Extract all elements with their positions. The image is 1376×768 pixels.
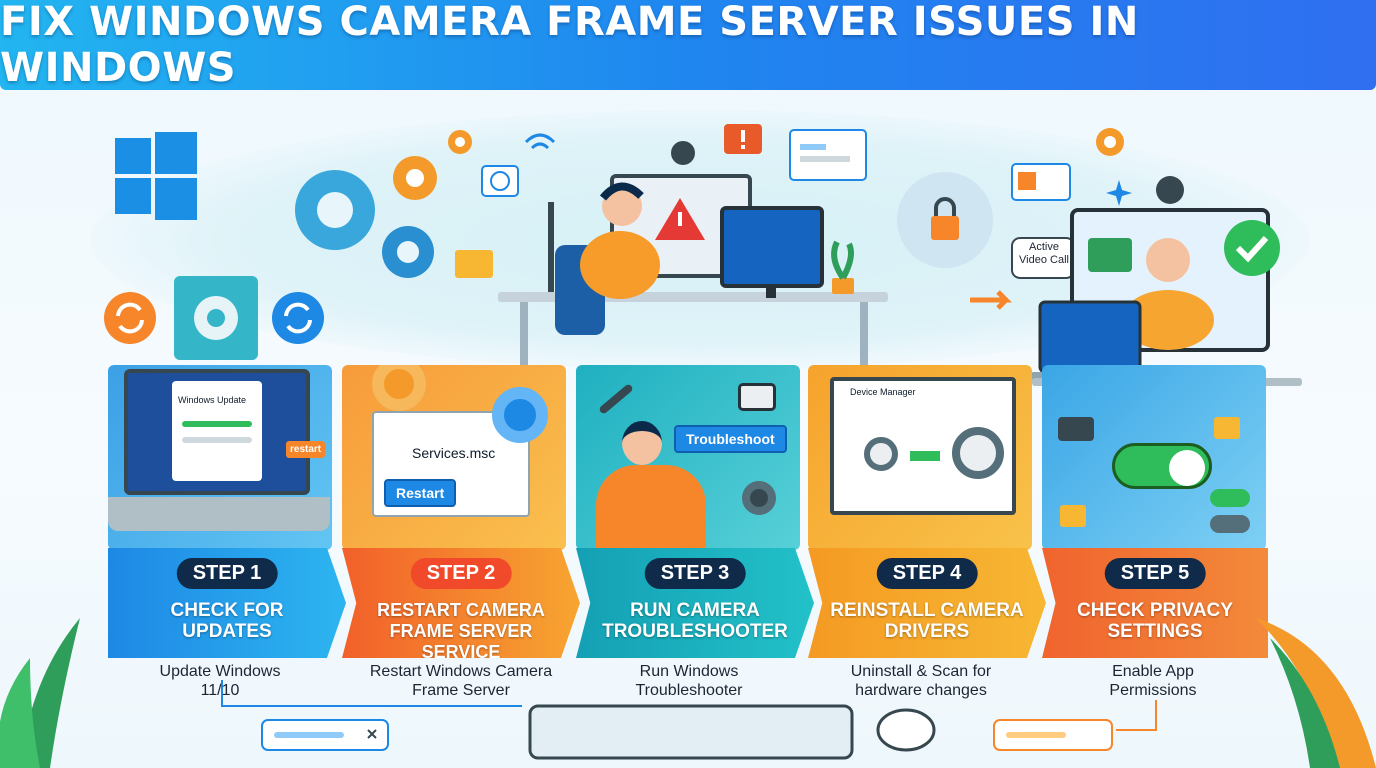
step-1-title: CHECK FOR UPDATES bbox=[170, 600, 284, 642]
step-2-label: STEP 2 bbox=[410, 558, 512, 589]
step-3-desc: Run Windows Troubleshooter bbox=[635, 663, 743, 699]
camera-icon bbox=[1058, 417, 1094, 441]
plant-leaf bbox=[1270, 638, 1340, 768]
step-1-card: Windows Update restart bbox=[108, 365, 332, 550]
device-manager-window: Device Manager bbox=[830, 377, 1016, 515]
step-1-band: STEP 1 CHECK FOR UPDATES bbox=[108, 548, 346, 658]
step-2-desc: Restart Windows Camera Frame Server bbox=[369, 663, 553, 699]
keyboard bbox=[528, 704, 854, 760]
step-4-title: REINSTALL CAMERA DRIVERS bbox=[830, 600, 1024, 642]
check-icon bbox=[1224, 220, 1280, 276]
globe-icon bbox=[481, 165, 519, 197]
laptop-keyboard bbox=[108, 497, 330, 531]
step-4-label: STEP 4 bbox=[876, 558, 978, 589]
device-manager-label: Device Manager bbox=[850, 387, 916, 397]
gear-icon bbox=[194, 296, 238, 340]
gear-icon bbox=[393, 156, 437, 200]
arrow-icon bbox=[910, 451, 940, 461]
webcam-icon bbox=[952, 427, 1004, 479]
person-head bbox=[622, 421, 662, 465]
folder-icon bbox=[455, 250, 493, 278]
person-body bbox=[596, 465, 706, 550]
restart-badge: restart bbox=[286, 441, 326, 458]
update-window: Windows Update bbox=[172, 381, 262, 481]
plant bbox=[832, 278, 854, 294]
toggle-switch[interactable] bbox=[1210, 489, 1250, 507]
step-4-band: STEP 4 REINSTALL CAMERA DRIVERS bbox=[808, 548, 1046, 658]
gear-icon bbox=[295, 170, 375, 250]
toggle-switch[interactable] bbox=[1112, 443, 1212, 489]
arrow-icon bbox=[969, 290, 1013, 310]
lock-icon bbox=[1060, 505, 1086, 527]
person-body bbox=[580, 231, 660, 299]
sync-icon bbox=[104, 292, 156, 344]
refresh-icon bbox=[272, 292, 324, 344]
restart-button[interactable]: Restart bbox=[384, 479, 457, 507]
lock-icon bbox=[1214, 417, 1240, 439]
wifi-icon bbox=[524, 133, 556, 150]
gear-icon bbox=[492, 387, 548, 443]
webcam-icon bbox=[1156, 176, 1184, 204]
step-3-title: RUN CAMERA TROUBLESHOOTER bbox=[602, 600, 788, 642]
gear-icon bbox=[372, 365, 426, 411]
step-4-desc: Uninstall & Scan for hardware changes bbox=[850, 663, 992, 699]
update-window-label: Windows Update bbox=[178, 395, 247, 405]
wrench-icon bbox=[598, 383, 634, 415]
step-5-band: STEP 5 CHECK PRIVACY SETTINGS bbox=[1042, 548, 1268, 658]
gear-icon bbox=[382, 226, 434, 278]
step-5-card bbox=[1042, 365, 1266, 550]
sparkle-icon bbox=[1106, 180, 1132, 206]
step-1-desc: Update Windows 11/10 bbox=[159, 663, 281, 699]
plant-leaf bbox=[20, 618, 80, 768]
plant-leaf bbox=[0, 658, 40, 768]
webcam-icon bbox=[864, 437, 898, 471]
troubleshoot-button[interactable]: Troubleshoot bbox=[674, 425, 787, 453]
mouse bbox=[876, 708, 936, 752]
step-2-band: STEP 2 RESTART CAMERA FRAME SERVER SERVI… bbox=[342, 548, 580, 658]
bottom-decor bbox=[0, 618, 1376, 768]
camera-icon bbox=[738, 383, 776, 411]
gear-icon bbox=[742, 481, 776, 515]
step-5-title: CHECK PRIVACY SETTINGS bbox=[1077, 600, 1233, 642]
windows-logo-icon bbox=[115, 132, 197, 220]
page-title: FIX WINDOWS CAMERA FRAME SERVER ISSUES I… bbox=[0, 0, 1139, 91]
step-5-desc: Enable App Permissions bbox=[1109, 663, 1197, 699]
step-2-title: RESTART CAMERA FRAME SERVER SERVICE bbox=[377, 600, 545, 662]
laptop bbox=[1038, 300, 1142, 374]
close-icon bbox=[367, 729, 377, 739]
step-3-card: Troubleshoot bbox=[576, 365, 800, 550]
plant-leaf bbox=[1256, 618, 1376, 768]
step-4-card: Device Manager bbox=[808, 365, 1032, 550]
step-5-label: STEP 5 bbox=[1104, 558, 1206, 589]
toggle-switch[interactable] bbox=[1210, 515, 1250, 533]
scene-illustration bbox=[104, 124, 1302, 386]
gear-icon bbox=[448, 130, 472, 154]
step-1-label: STEP 1 bbox=[176, 558, 278, 589]
step-2-card: Services.msc Restart bbox=[342, 365, 566, 550]
gear-icon bbox=[1096, 128, 1124, 156]
services-label: Services.msc bbox=[412, 445, 496, 461]
video-call-label: Active Video Call bbox=[1019, 241, 1069, 266]
step-3-label: STEP 3 bbox=[644, 558, 746, 589]
person-head bbox=[602, 186, 642, 226]
caller-head bbox=[1146, 238, 1190, 282]
webcam-icon bbox=[671, 141, 695, 165]
title-banner: FIX WINDOWS CAMERA FRAME SERVER ISSUES I… bbox=[0, 0, 1376, 91]
lock-gear-icon bbox=[897, 172, 993, 268]
step-3-band: STEP 3 RUN CAMERA TROUBLESHOOTER bbox=[576, 548, 814, 658]
lamp bbox=[548, 202, 554, 292]
browser-window bbox=[789, 129, 867, 181]
